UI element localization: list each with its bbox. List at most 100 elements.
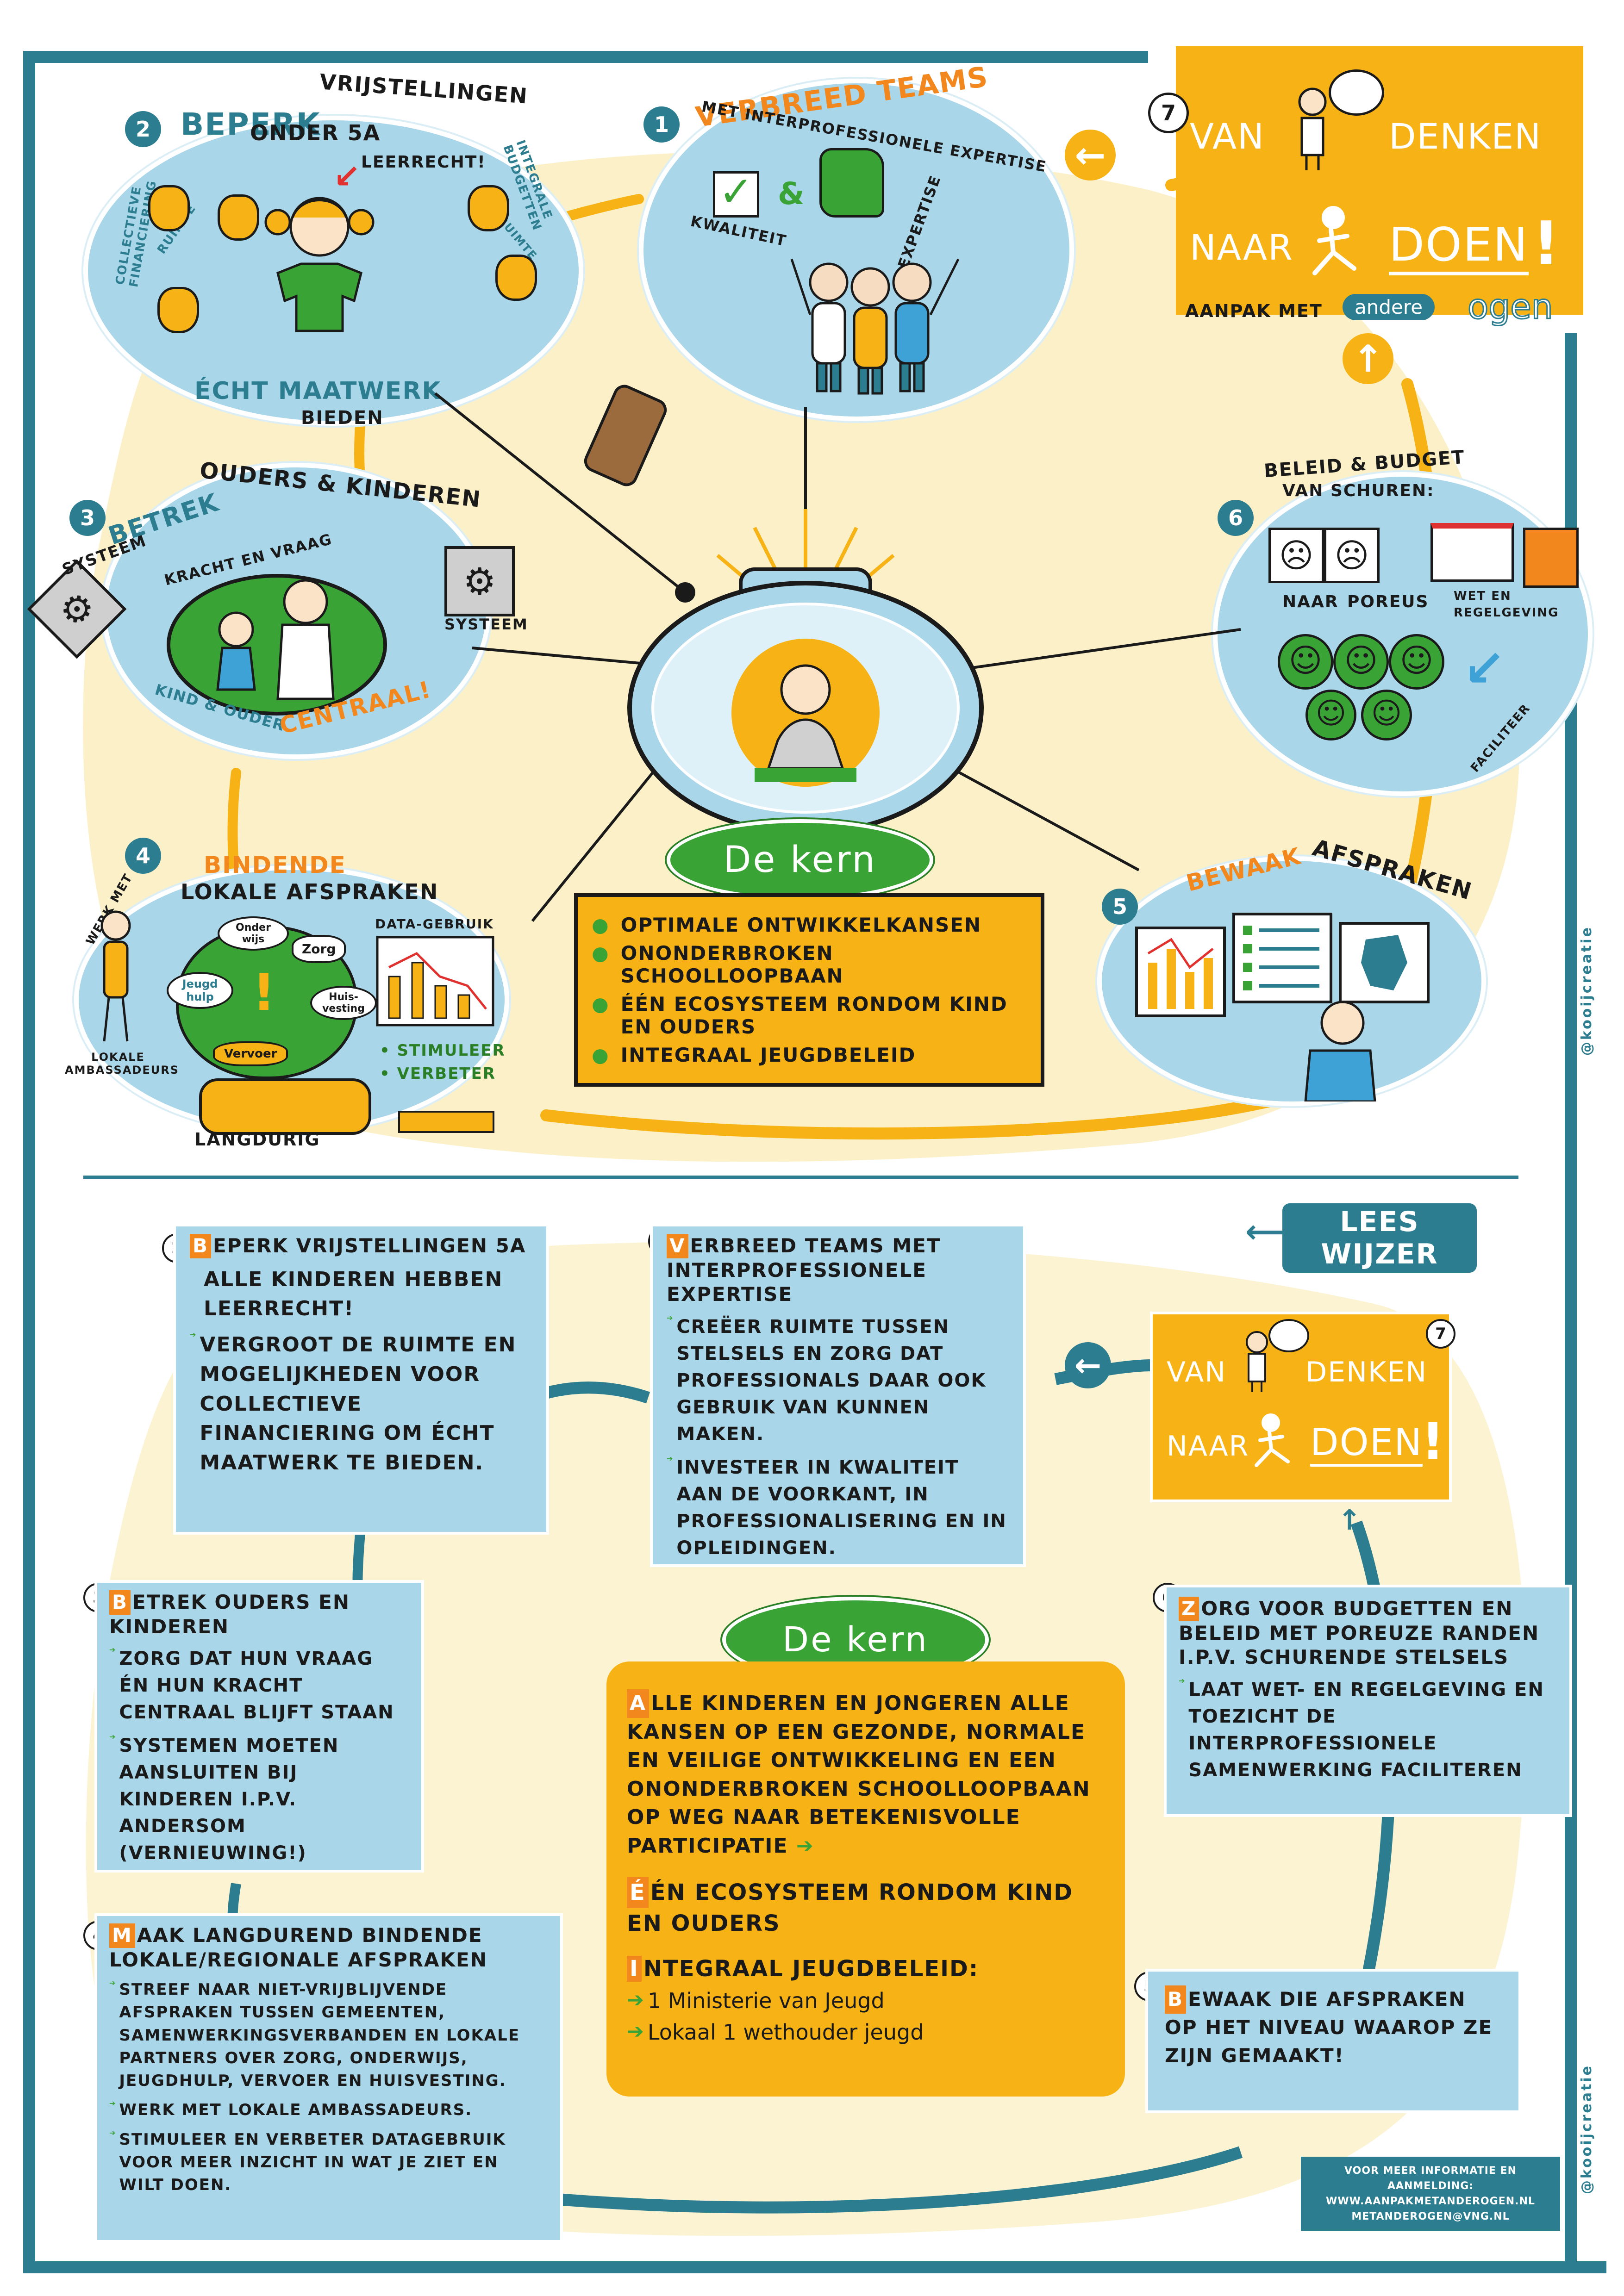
box6-bullet-text: Laat wet- en regelgeving en toezicht de … [1188, 1679, 1544, 1781]
parent-child-icon [216, 579, 335, 700]
box2-bullet: ➔Vergroot de ruimte en mogelijkheden voo… [190, 1330, 532, 1478]
arrow-right-icon: ➔ [627, 1988, 644, 2012]
ambassador-icon [100, 910, 131, 1042]
kern-p3-cap: I [627, 1955, 642, 1982]
step7-denken: Denken [1389, 116, 1542, 157]
step7-doen: Doen [1389, 218, 1529, 275]
thought-bubble-icon [1268, 1319, 1309, 1352]
info-block: Voor meer informatie en aanmelding: www.… [1301, 2157, 1560, 2231]
box6-title-text: org voor budgetten en beleid met poreuze… [1179, 1597, 1540, 1668]
happy-face-icon: ☺ [1389, 634, 1444, 690]
step4-title-rest: lokale afspraken [181, 879, 439, 904]
step4-number: 4 [125, 838, 161, 874]
box4-bullet-text: Stimuleer en verbeter datagebruik voor m… [119, 2130, 506, 2195]
step2-leerrecht: Leerrecht! [361, 153, 486, 172]
step6-number: 6 [1218, 500, 1254, 536]
step7-ogen: ogen [1467, 286, 1554, 328]
step4-huisvesting: Huis- vesting [310, 986, 377, 1020]
kern-p3-text: ntegraal jeugdbeleid: [643, 1955, 979, 1982]
arrow-right-icon: ➔ [109, 1732, 116, 1741]
step2-title-line2: onder 5a [250, 120, 381, 145]
info-line2[interactable]: www.aanpakmetanderogen.nl [1326, 2196, 1535, 2207]
box1-title-text: erbreed teams met interprofessionele exp… [667, 1234, 941, 1306]
money-bag-icon [468, 185, 509, 231]
section-divider [83, 1176, 1518, 1179]
step4-verbeter: • Verbeter [380, 1064, 496, 1083]
arrow-left-icon: ⟵ [1245, 1213, 1292, 1251]
arrow-up-icon: ↑ [1338, 1504, 1362, 1537]
box7-van: Van [1167, 1356, 1227, 1388]
box3-bullet-text: Systemen moeten aansluiten bij kinderen … [119, 1735, 339, 1864]
money-bag-icon [157, 287, 199, 333]
box3-bullet-text: Zorg dat hun vraag én hun kracht centraa… [119, 1648, 394, 1723]
step4-zorg: Zorg [292, 935, 346, 963]
running-person-icon [1245, 1412, 1296, 1472]
kern-p3-item-text: 1 Ministerie van Jeugd [647, 1988, 885, 2013]
sad-face-icon: ☹ [1268, 528, 1324, 583]
box6-bullet: ➔Laat wet- en regelgeving en toezicht de… [1179, 1676, 1557, 1784]
box6-cap: Z [1179, 1597, 1199, 1621]
handshake-icon [199, 1078, 371, 1135]
box5-cap: B [1165, 1985, 1187, 2014]
box1-bullet: ➔Investeer in kwaliteit aan de voorkant,… [667, 1454, 1009, 1562]
exclamation-icon: ! [252, 963, 276, 1022]
kern-list: ●Optimale ontwikkelkansen ●Ononderbroken… [574, 893, 1044, 1087]
step4-stimuleer: • Stimuleer [380, 1041, 506, 1060]
thinking-person-icon [1292, 83, 1333, 171]
box7-doen: Doen [1310, 1421, 1423, 1467]
step4-lokale-amb: Lokale ambassadeurs [65, 1051, 179, 1076]
kern-p1-text: lle kinderen en jongeren alle kansen op … [627, 1692, 1091, 1858]
parent-child-circle [167, 574, 387, 716]
box4-bullet: ➔Werk met lokale ambassadeurs. [109, 2099, 548, 2122]
kern-p1-cap: A [627, 1689, 650, 1718]
box2-cap: B [190, 1234, 212, 1258]
kern-item-text: Integraal jeugdbeleid [620, 1044, 916, 1066]
bullet-dot-icon: ● [592, 1044, 610, 1066]
box1-bullet-text: Creëer ruimte tussen stelsels en zorg da… [676, 1316, 987, 1445]
kern-item: ●Één ecosysteem rondom kind en ouders [592, 993, 1027, 1038]
box7-excl: ! [1421, 1412, 1446, 1471]
bottom-kern-p2: Één ecosysteem rondom kind en ouders [627, 1877, 1105, 1939]
box5: Bewaak die afspraken op het niveau waaro… [1148, 1972, 1518, 2110]
fishbowl-icon [627, 509, 984, 835]
step2-number: 2 [125, 111, 161, 147]
monitor-map-icon [1339, 922, 1430, 1003]
arrow-left-icon: ← [1065, 1342, 1111, 1388]
step6-subtitle: van schuren: [1282, 481, 1435, 500]
info-line1: Voor meer informatie en aanmelding: [1344, 2165, 1517, 2192]
box2: Beperk vrijstellingen 5a Alle kinderen h… [176, 1226, 546, 1532]
step7-andere: andere [1343, 294, 1435, 320]
step4-vervoer: Vervoer [213, 1041, 288, 1066]
child-green-shirt-icon [264, 197, 375, 332]
happy-face-icon: ☺ [1333, 634, 1389, 690]
money-bag-icon [218, 194, 259, 241]
thinking-person-icon [1241, 1328, 1273, 1393]
step6-wet: Wet en regelgeving [1454, 589, 1559, 620]
arrow-right-icon: ➔ [667, 1313, 673, 1322]
step4-data: Data-gebruik [375, 916, 494, 932]
arrow-right-icon: ➔ [796, 1834, 814, 1858]
kern-p2-cap: É [627, 1877, 649, 1908]
bottom-kern-p1: Alle kinderen en jongeren alle kansen op… [627, 1689, 1105, 1860]
kern-item-text: Één ecosysteem rondom kind en ouders [620, 993, 1008, 1038]
ruler-icon [398, 1111, 494, 1133]
arrow-right-icon: ➔ [109, 2128, 116, 2137]
box2-title: Beperk vrijstellingen 5a [190, 1234, 532, 1258]
step3-systeem-right: Systeem [444, 616, 528, 633]
box4-bullet-text: Streef naar niet-vrijblijvende afspraken… [119, 1980, 520, 2091]
arrow-down-icon: ↙ [333, 157, 361, 195]
box6-title: Zorg voor budgetten en beleid met poreuz… [1179, 1597, 1557, 1670]
step2-echt: Écht maatwerk [194, 377, 442, 405]
step5-number: 5 [1102, 889, 1138, 925]
info-line3[interactable]: metanderogen@vng.nl [1351, 2211, 1510, 2222]
arrow-right-icon: ➔ [667, 1454, 673, 1463]
bullet-dot-icon: ● [592, 942, 610, 964]
box4-cap: M [109, 1923, 135, 1948]
box2-title-text: eperk vrijstellingen 5a [213, 1234, 526, 1257]
kern-item: ● Integraal jeugdbeleid [592, 1044, 1027, 1066]
arrow-right-icon: ➔ [109, 1979, 116, 1987]
arrow-right-icon: ➔ [109, 1645, 116, 1654]
box3-bullet: ➔Systemen moeten aansluiten bij kinderen… [109, 1732, 409, 1867]
bullet-dot-icon: ● [592, 914, 610, 936]
step6-poreus: poreus [1347, 592, 1429, 611]
